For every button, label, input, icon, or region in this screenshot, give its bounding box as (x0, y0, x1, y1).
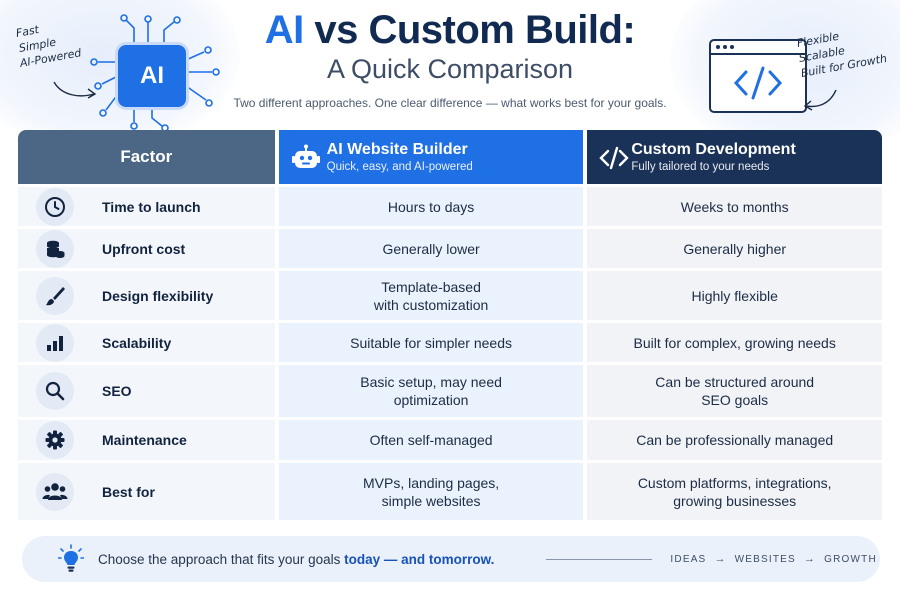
cell-text: with customization (373, 296, 489, 313)
page-subtitle: A Quick Comparison (326, 54, 574, 84)
factor-label: Best for (102, 483, 155, 500)
cell-text: Template-based (381, 278, 481, 295)
ai-chip-label: AI (140, 62, 164, 89)
curved-arrow-icon (53, 81, 97, 99)
code-brackets-icon (599, 146, 630, 170)
factor-label: SEO (102, 383, 132, 399)
cell-text: growing businesses (673, 492, 797, 509)
header-ai-title: AI Website Builder (326, 141, 468, 158)
ai-cell: Basic setup, may need optimization (278, 365, 584, 417)
ai-cell: Suitable for simpler needs (278, 323, 584, 362)
robot-icon (291, 144, 320, 168)
code-window-icon (709, 39, 807, 113)
cell-text: Basic setup, may need (360, 374, 502, 390)
page-tagline: Two different approaches. One clear diff… (233, 96, 667, 110)
ai-cell: Generally lower (278, 229, 584, 268)
ai-chip-logo: AI (118, 45, 186, 107)
ai-cell: Hours to days (278, 187, 584, 226)
cell-text: SEO goals (701, 392, 769, 408)
cell-text: Generally higher (683, 240, 787, 257)
table-row: SEO Basic setup, may need optimization Ca… (18, 365, 882, 417)
custom-cell: Built for complex, growing needs (587, 323, 882, 362)
footer-message-text: Choose the approach that fits your goals (98, 551, 345, 567)
magnifier-icon (36, 372, 74, 410)
factor-cell: Time to launch (18, 187, 275, 226)
lightbulb-icon (58, 544, 84, 572)
factor-cell: Maintenance (18, 420, 275, 460)
cell-text: simple websites (381, 492, 481, 509)
factor-label: Upfront cost (102, 240, 186, 257)
clock-icon (36, 187, 74, 226)
custom-cell: Custom platforms, integrations,growing b… (587, 463, 882, 520)
cell-text: Can be professionally managed (636, 432, 834, 448)
table-header: Factor AI Website Builder Quick, easy, a… (18, 130, 882, 184)
factor-cell: Design flexibility (18, 271, 275, 320)
footer-banner: Choose the approach that fits your goals… (22, 536, 880, 582)
header-ai-builder: AI Website Builder Quick, easy, and AI-p… (278, 130, 584, 184)
cell-text: Weeks to months (680, 198, 789, 215)
header-custom-dev: Custom Development Fully tailored to you… (587, 130, 882, 184)
cell-text: Suitable for simpler needs (350, 334, 513, 351)
header-factor-label: Factor (120, 147, 173, 166)
header-factor: Factor (18, 130, 275, 184)
paintbrush-icon (36, 276, 74, 315)
gear-icon (36, 421, 74, 459)
cell-text: optimization (393, 392, 469, 408)
footer-steps: IDEAS → WEBSITES → GROWTH (670, 553, 876, 565)
cell-text: MVPs, landing pages, (362, 474, 500, 491)
footer-message-bold: today — and tomorrow. (344, 551, 495, 567)
factor-label: Maintenance (102, 432, 187, 448)
header-custom-subtitle: Fully tailored to your needs (631, 161, 770, 173)
table-row: Best for MVPs, landing pages,simple webs… (18, 463, 882, 520)
custom-cell: Generally higher (587, 229, 882, 268)
arrow-right-icon: → (714, 553, 727, 565)
cell-text: Can be structured around (655, 374, 815, 390)
cell-text: Hours to days (387, 198, 475, 215)
footer-step: IDEAS (670, 554, 707, 565)
table-row: Time to launch Hours to days Weeks to mo… (18, 187, 882, 226)
circuit-lines-icon (90, 14, 220, 132)
header-ai-subtitle: Quick, easy, and AI-powered (326, 161, 473, 173)
title-accent: AI (264, 8, 305, 52)
cell-text: Highly flexible (691, 287, 778, 304)
factor-label: Design flexibility (102, 287, 214, 304)
factor-label: Scalability (102, 334, 172, 351)
custom-cell: Weeks to months (587, 187, 882, 226)
header-custom-title: Custom Development (631, 141, 796, 158)
ai-cell: Often self-managed (278, 420, 584, 460)
cell-text: Often self-managed (369, 432, 493, 448)
comparison-table: Factor AI Website Builder Quick, easy, a… (18, 130, 882, 520)
factor-cell: SEO (18, 365, 275, 417)
footer-message: Choose the approach that fits your goals… (98, 552, 494, 567)
factor-label: Time to launch (102, 198, 201, 215)
users-icon (36, 472, 74, 511)
table-row: Upfront cost Generally lower Generally h… (18, 229, 882, 268)
coins-icon (36, 229, 74, 268)
title-rest: vs Custom Build: (303, 8, 636, 52)
factor-cell: Scalability (18, 323, 275, 362)
footer-step: WEBSITES (734, 554, 796, 565)
arrow-right-icon: → (803, 553, 817, 565)
footer-step: GROWTH (824, 554, 877, 565)
factor-cell: Upfront cost (18, 229, 275, 268)
ai-cell: MVPs, landing pages,simple websites (278, 463, 584, 520)
bar-chart-icon (36, 323, 74, 362)
factor-cell: Best for (18, 463, 275, 520)
cell-text: Generally lower (382, 240, 480, 257)
custom-cell: Can be professionally managed (587, 420, 882, 460)
note-right: Flexible Scalable Built for Growth (796, 30, 888, 81)
custom-cell: Highly flexible (587, 271, 882, 320)
table-row: Maintenance Often self-managed Can be pr… (18, 420, 882, 460)
table-row: Scalability Suitable for simpler needs B… (18, 323, 882, 362)
cell-text: Built for complex, growing needs (633, 334, 836, 351)
cell-text: Custom platforms, integrations, (637, 474, 832, 491)
page-title: AI vs Custom Build: (0, 8, 900, 53)
footer-divider (546, 558, 653, 560)
curved-arrow-icon (803, 89, 837, 111)
